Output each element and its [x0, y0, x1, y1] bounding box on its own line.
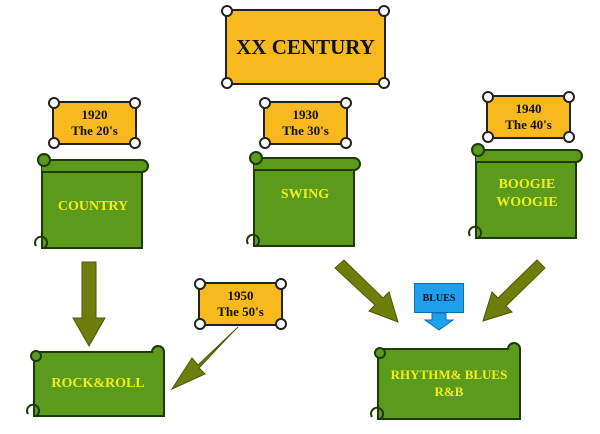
- decade-1940-plaque: 1940 The 40's: [482, 91, 575, 143]
- decade-1920-plaque: 1920 The 20's: [48, 97, 141, 149]
- genre-label: ROCK&ROLL: [51, 375, 145, 391]
- arrow-swing-to-rnb: [334, 259, 399, 323]
- arrow-blues-down: [423, 312, 455, 331]
- genre-label-line2: WOOGIE: [496, 195, 558, 211]
- scroll-rock-and-roll: ROCK&ROLL: [24, 342, 170, 424]
- decade-1950-plaque: 1950 The 50's: [194, 278, 287, 330]
- title-text: XX CENTURY: [236, 34, 375, 59]
- decade-year: 1930: [292, 106, 319, 122]
- genre-label-line2: R&B: [434, 384, 464, 399]
- decade-name: The 50's: [217, 304, 264, 319]
- genre-label: SWING: [280, 187, 330, 202]
- genre-label-line1: RHYTHM& BLUES: [390, 367, 508, 383]
- scroll-rhythm-and-blues: RHYTHM& BLUES R&B: [368, 337, 526, 427]
- decade-name: The 40's: [505, 117, 552, 132]
- decade-name: The 20's: [71, 123, 118, 138]
- scroll-country: COUNTRY: [28, 150, 152, 258]
- blues-label: BLUES: [422, 292, 456, 304]
- decade-year: 1940: [515, 100, 542, 116]
- decade-year: 1950: [227, 287, 254, 303]
- scroll-swing: SWING: [240, 148, 364, 256]
- decade-name: The 30's: [282, 123, 329, 138]
- genre-label: COUNTRY: [57, 198, 129, 214]
- arrow-1950-to-rockroll: [170, 326, 239, 391]
- genre-label-line1: BOOGIE: [498, 177, 556, 192]
- scroll-boogie-woogie: BOOGIE WOOGIE: [462, 140, 586, 248]
- arrow-country-to-rockroll: [72, 261, 106, 348]
- arrow-boogie-to-rnb: [482, 259, 546, 322]
- decade-year: 1920: [81, 106, 108, 122]
- blues-box: BLUES: [414, 283, 464, 313]
- title-plaque: XX CENTURY: [221, 5, 390, 89]
- decade-1930-plaque: 1930 The 30's: [259, 97, 352, 149]
